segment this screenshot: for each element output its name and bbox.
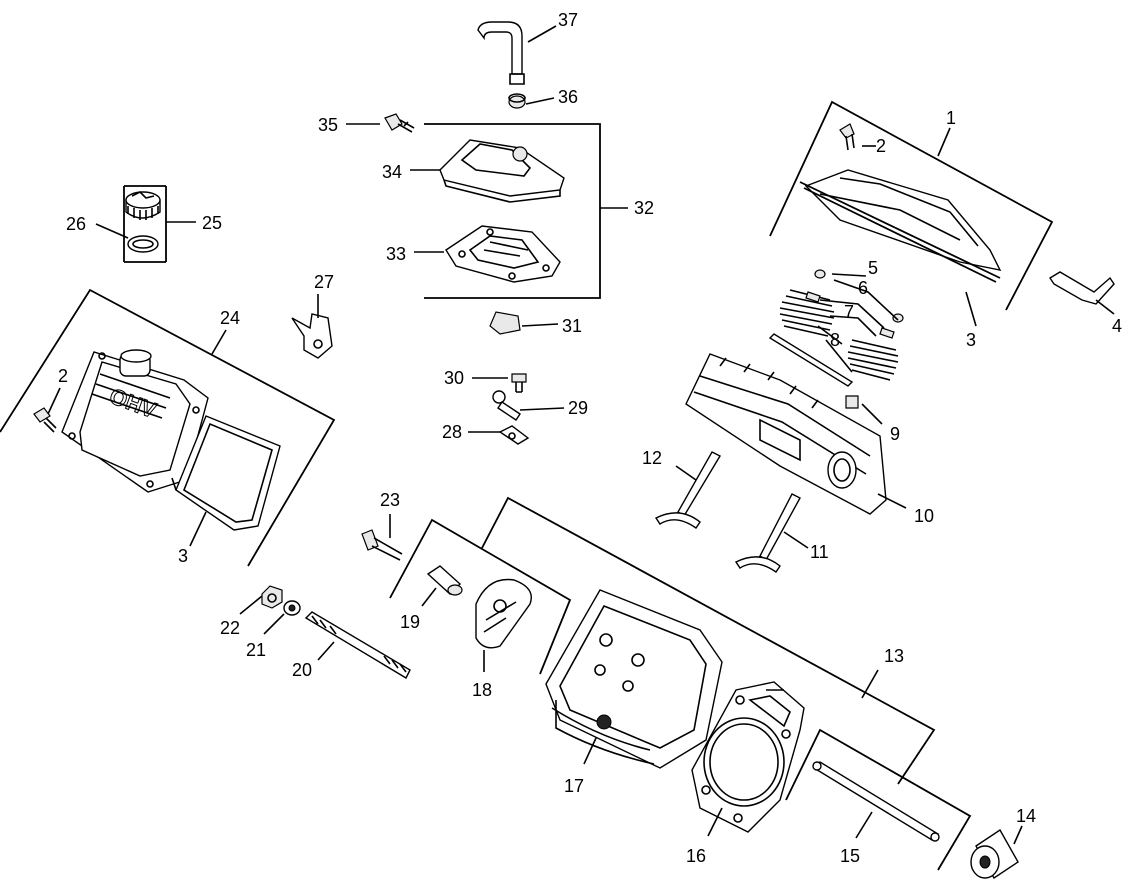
callout-25: 25	[202, 213, 222, 233]
push-rod-part	[812, 761, 940, 842]
valve-keeper-part	[845, 395, 859, 409]
callout-29: 29	[568, 398, 588, 418]
tappet-part	[970, 828, 1019, 880]
bracket-part	[291, 313, 333, 359]
nut-22-part	[261, 585, 283, 609]
callout-2-left: 2	[58, 366, 68, 386]
callout-24: 24	[220, 308, 240, 328]
callout-10: 10	[914, 506, 934, 526]
callout-12: 12	[642, 448, 662, 468]
bracket-4-part	[1049, 271, 1115, 305]
callout-2-right: 2	[876, 136, 886, 156]
callout-36: 36	[558, 87, 578, 107]
valve-12-part	[654, 451, 721, 529]
callout-5: 5	[868, 258, 878, 278]
leader-lines	[47, 25, 1115, 845]
callout-labels: 37 36 35 34 33 32 31 30 29 28 27 26 25 2…	[58, 10, 1122, 866]
callout-31: 31	[562, 316, 582, 336]
callout-27: 27	[314, 272, 334, 292]
valve-cover-part: OHV	[61, 349, 209, 493]
callout-30: 30	[444, 368, 464, 388]
callout-16: 16	[686, 846, 706, 866]
bolt-23-part	[361, 529, 403, 561]
screw-30-part	[511, 373, 527, 393]
callout-37: 37	[558, 10, 578, 30]
callout-14: 14	[1016, 806, 1036, 826]
stud-20-part	[304, 611, 411, 679]
valve-springs-part	[768, 269, 904, 387]
oil-fill-cap-part	[125, 191, 161, 220]
callout-3-left: 3	[178, 546, 188, 566]
rocker-arm-part	[475, 578, 532, 649]
callout-22: 22	[220, 618, 240, 638]
callout-20: 20	[292, 660, 312, 680]
washer-21-part	[283, 600, 301, 616]
callout-7: 7	[844, 302, 854, 322]
shield-31-part	[489, 311, 521, 335]
callout-23: 23	[380, 490, 400, 510]
callout-19: 19	[400, 612, 420, 632]
callout-33: 33	[386, 244, 406, 264]
cylinder-head-17-part	[545, 589, 723, 769]
callout-13: 13	[884, 646, 904, 666]
head-gasket-part	[691, 681, 805, 833]
cover-bolt-right-part	[839, 123, 855, 151]
callout-9: 9	[890, 424, 900, 444]
callout-11: 11	[810, 542, 829, 562]
cover-screw-part	[384, 113, 415, 133]
terminal-28-part	[498, 425, 530, 445]
callout-3-right: 3	[966, 330, 976, 350]
callout-17: 17	[564, 776, 584, 796]
callout-18: 18	[472, 680, 492, 700]
rocker-cover-part	[799, 169, 1002, 283]
group-brackets	[0, 100, 1054, 871]
callout-15: 15	[840, 846, 860, 866]
callout-35: 35	[318, 115, 338, 135]
callout-28: 28	[442, 422, 462, 442]
part-19	[426, 565, 463, 596]
callout-26: 26	[66, 214, 86, 234]
valve-11-part	[734, 493, 801, 573]
callout-4: 4	[1112, 316, 1122, 336]
breather-cover-part	[439, 139, 565, 203]
callout-6: 6	[858, 278, 868, 298]
cap-seal-part	[127, 235, 159, 253]
callout-1: 1	[946, 108, 956, 128]
callout-32: 32	[634, 198, 654, 218]
callout-21: 21	[246, 640, 266, 660]
cover-bolt-left-part	[33, 407, 57, 433]
gasket-left-part	[175, 415, 281, 531]
terminal-29-part	[492, 390, 521, 421]
breather-plate-part	[445, 225, 561, 283]
hose-clamp-part	[508, 93, 526, 109]
cylinder-head-10-part	[685, 353, 887, 515]
breather-hose-part	[477, 21, 525, 85]
callout-8: 8	[830, 330, 840, 350]
callout-34: 34	[382, 162, 402, 182]
